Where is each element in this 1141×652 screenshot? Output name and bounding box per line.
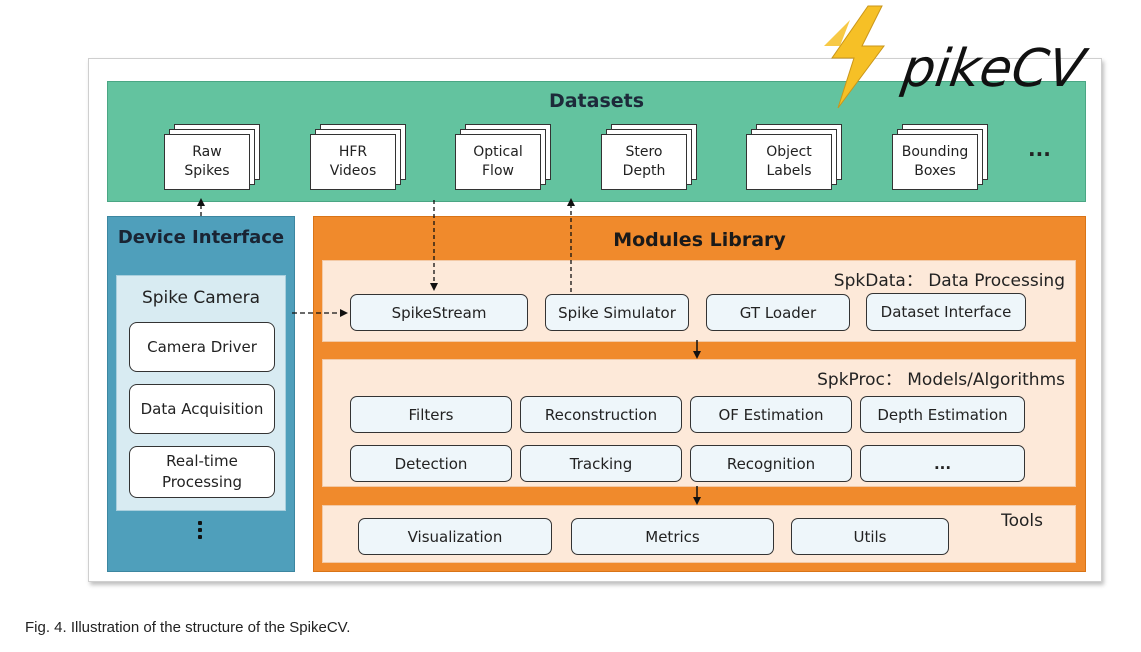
dataset-stero-depth: Stero Depth	[601, 124, 697, 190]
device-interface-title: Device Interface	[117, 227, 285, 248]
datasets-more: ...	[1028, 137, 1051, 161]
depth-estimation-box: Depth Estimation	[860, 396, 1025, 433]
realtime-processing-box: Real-time Processing	[129, 446, 275, 498]
tracking-box: Tracking	[520, 445, 682, 482]
dataset-interface-box: Dataset Interface	[866, 293, 1026, 331]
logo-text: pikeCV	[897, 39, 1091, 99]
filters-box: Filters	[350, 396, 512, 433]
spike-simulator-box: Spike Simulator	[545, 294, 689, 331]
dataset-label: Bounding Boxes	[901, 144, 969, 179]
spkproc-more-box: ...	[860, 445, 1025, 482]
tools-panel: Tools Visualization Metrics Utils	[322, 505, 1076, 563]
spkdata-label: SpkData： Data Processing	[833, 271, 1065, 291]
of-estimation-box: OF Estimation	[690, 396, 852, 433]
dataset-label: Raw Spikes	[184, 144, 230, 179]
realtime-processing-label: Real-time Processing	[161, 452, 243, 491]
camera-driver-box: Camera Driver	[129, 322, 275, 372]
device-interface-panel: Device Interface Spike Camera Camera Dri…	[107, 216, 295, 572]
tools-label: Tools	[1001, 511, 1043, 531]
dataset-bounding-boxes: Bounding Boxes	[892, 124, 988, 190]
spikestream-box: SpikeStream	[350, 294, 528, 331]
dataset-label: Optical Flow	[473, 144, 523, 179]
dataset-optical-flow: Optical Flow	[455, 124, 551, 190]
recognition-box: Recognition	[690, 445, 852, 482]
dataset-object-labels: Object Labels	[746, 124, 842, 190]
spkdata-panel: SpkData： Data Processing SpikeStream Spi…	[322, 260, 1076, 342]
dataset-raw-spikes: Raw Spikes	[164, 124, 260, 190]
modules-library-panel: Modules Library SpkData： Data Processing…	[313, 216, 1086, 572]
detection-box: Detection	[350, 445, 512, 482]
visualization-box: Visualization	[358, 518, 552, 555]
camera-driver-label: Camera Driver	[147, 337, 257, 356]
spikecv-logo: pikeCV	[824, 5, 1091, 109]
reconstruction-box: Reconstruction	[520, 396, 682, 433]
modules-library-title: Modules Library	[613, 229, 786, 251]
dataset-hfr-videos: HFR Videos	[310, 124, 406, 190]
spike-camera-title: Spike Camera	[141, 288, 261, 308]
spkproc-panel: SpkProc： Models/Algorithms Filters Recon…	[322, 359, 1076, 487]
utils-box: Utils	[791, 518, 949, 555]
dataset-label: Object Labels	[766, 144, 812, 179]
datasets-title: Datasets	[548, 90, 645, 112]
gt-loader-box: GT Loader	[706, 294, 850, 331]
spkproc-label: SpkProc： Models/Algorithms	[817, 370, 1065, 390]
bolt-shape	[831, 5, 885, 109]
figure-caption: Fig. 4. Illustration of the structure of…	[25, 619, 351, 636]
spike-camera-panel: Spike Camera Camera Driver Data Acquisit…	[116, 275, 286, 511]
data-acquisition-box: Data Acquisition	[129, 384, 275, 434]
device-more-dots	[196, 521, 204, 542]
dataset-label: Stero Depth	[622, 144, 666, 179]
dataset-label: HFR Videos	[329, 144, 377, 179]
data-acquisition-label: Data Acquisition	[140, 399, 264, 418]
metrics-box: Metrics	[571, 518, 774, 555]
